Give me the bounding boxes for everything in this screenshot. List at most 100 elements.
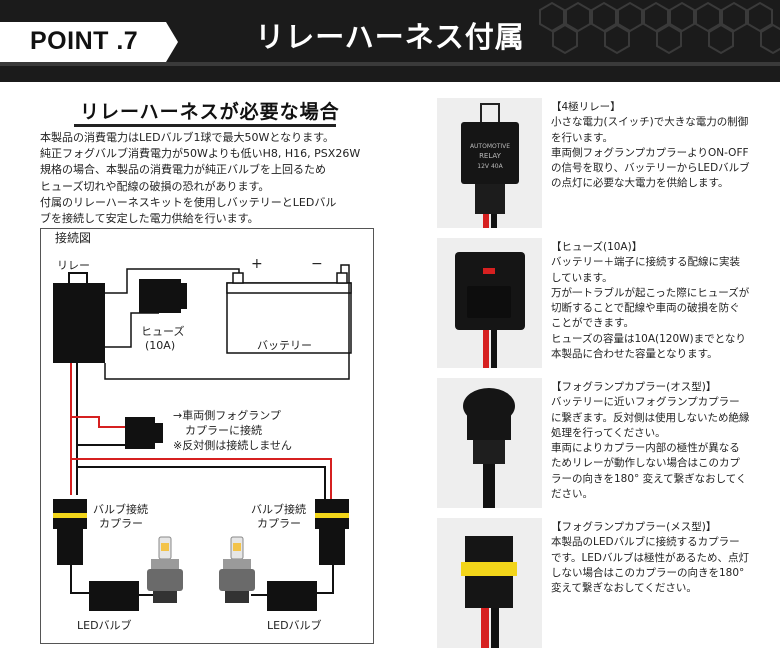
- item-heading: 【フォグランプカプラー(メス型)】: [551, 521, 717, 533]
- item-heading: 【4極リレー】: [551, 101, 621, 113]
- fuse-label: ヒューズ: [141, 325, 185, 338]
- item-line: 車両側フォグランプカプラーよりON-OFF: [551, 146, 749, 159]
- bulb-coupler-right-band: [315, 513, 349, 518]
- diagram-title: 接続図: [55, 231, 92, 245]
- item-line: 本製品のLEDバルブに接続するカプラー: [551, 536, 740, 549]
- item-line: しない場合はこのカプラーの向きを180°: [551, 566, 745, 579]
- led-bulb-left: [139, 536, 183, 603]
- wiring-diagram: 接続図 リレー ヒューズ (10A) バッテリー + − →車両側フォグランプ …: [40, 228, 374, 644]
- led-driver-left: [89, 581, 139, 611]
- male-coupler-description: 【フォグランプカプラー(オス型)】 バッテリーに近いフォグランプカプラー に繋ぎ…: [551, 380, 773, 502]
- item-line: の信号を取り、バッテリーからLEDバルブ: [551, 162, 750, 175]
- fuse-description: 【ヒューズ(10A)】 バッテリー＋端子に接続する配線に実装 しています。 万が…: [551, 240, 773, 362]
- battery-plus-terminal: [232, 272, 244, 284]
- battery-minus-label: −: [311, 256, 323, 272]
- led-bulb-right: [219, 536, 267, 603]
- bulb-coupler-left-label: バルブ接続: [93, 503, 148, 516]
- led-driver-right: [267, 581, 317, 611]
- bulb-coupler-right-label: カプラー: [257, 517, 301, 530]
- relay-text: AUTOMOTIVE: [470, 143, 510, 150]
- battery-label: バッテリー: [257, 339, 312, 352]
- relay-tab: [68, 272, 88, 286]
- intro-line: 規格の場合、本製品の消費電力が純正バルブを上回るため: [40, 163, 326, 177]
- item-line: 変えて繋ぎなおしてください。: [551, 582, 697, 595]
- item-line: の点灯に必要な大電力を供給します。: [551, 177, 729, 190]
- bulb-coupler-right-lower: [319, 529, 345, 565]
- fuse-cap: [179, 283, 187, 309]
- item-heading: 【フォグランプカプラー(オス型)】: [551, 381, 717, 393]
- item-line: 切断することで配線や車両の破損を防ぐ: [551, 302, 740, 315]
- item-line: 本製品に合わせた容量となります。: [551, 348, 718, 361]
- section-underline: [74, 124, 336, 127]
- relay-text: 12V 40A: [477, 163, 503, 170]
- coupler-warning: ※反対側は接続しません: [173, 439, 292, 452]
- battery-plus-label: +: [251, 256, 263, 272]
- item-line: ことができます。: [551, 317, 634, 330]
- relay-body: [53, 283, 105, 363]
- led-bulb-right-label: LEDバルブ: [267, 619, 322, 632]
- item-line: 車両によりカプラー内部の極性が異なる: [551, 442, 740, 455]
- item-line: 小さな電力(スイッチ)で大きな電力の制御: [551, 116, 749, 129]
- item-line: 処理を行ってください。: [551, 426, 666, 439]
- wire-red-coupler: [71, 416, 125, 428]
- wire-battery-minus: [104, 264, 350, 380]
- fog-coupler: [125, 417, 155, 449]
- relay-label: リレー: [57, 259, 90, 272]
- item-line: しています。: [551, 271, 613, 284]
- fuse-body: [139, 279, 181, 313]
- page-title: リレーハーネス付属: [255, 20, 525, 54]
- bulb-coupler-right-label: バルブ接続: [251, 503, 306, 516]
- item-line: 万が一トラブルが起こった際にヒューズが: [551, 286, 750, 299]
- item-line: です。LEDバルブは極性があるため、点灯: [551, 551, 750, 564]
- item-line: ださい。: [551, 488, 593, 501]
- hexagon-pattern: [539, 1, 780, 55]
- item-line: バッテリーに近いフォグランプカプラー: [551, 396, 740, 409]
- female-coupler-illustration: [437, 518, 542, 648]
- bulb-coupler-left-label: カプラー: [99, 517, 143, 530]
- wire-relay-fuse-2: [105, 312, 159, 348]
- fuse-photo: [437, 238, 542, 368]
- item-line: ためリレーが動作しない場合はこのカプ: [551, 457, 740, 470]
- point-label: POINT .7: [30, 27, 139, 55]
- item-heading: 【ヒューズ(10A)】: [551, 241, 643, 253]
- battery-minus-terminal: [336, 272, 348, 284]
- battery-body: [226, 282, 352, 354]
- point-badge: [0, 22, 178, 62]
- intro-line: ブを接続して安定した電力供給を行います。: [40, 212, 259, 226]
- led-bulb-left-label: LEDバルブ: [77, 619, 132, 632]
- relay-description: 【4極リレー】 小さな電力(スイッチ)で大きな電力の制御 を行います。 車両側フ…: [551, 100, 773, 192]
- item-line: ヒューズの容量は10A(120W)までとなり: [551, 332, 746, 345]
- intro-line: ヒューズ切れや配線の破損の恐れがあります。: [40, 179, 270, 193]
- relay-illustration: AUTOMOTIVE RELAY 12V 40A: [437, 98, 542, 228]
- led-plug-left: [61, 541, 83, 559]
- male-coupler-illustration: [437, 378, 542, 508]
- wire-left-led: [70, 565, 89, 594]
- item-line: バッテリー＋端子に接続する配線に実装: [551, 256, 740, 269]
- intro-line: 純正フォグバルブ消費電力が50Wよりも低いH8, H16, PSX26W: [40, 147, 361, 161]
- intro-line: 付属のリレーハーネスキットを使用しバッテリーとLEDバル: [40, 195, 337, 209]
- banner-stripe: [0, 62, 780, 66]
- battery-lid: [226, 282, 352, 294]
- item-line: に繋ぎます。反対側は使用しないため絶縁: [551, 411, 750, 424]
- coupler-note: →車両側フォグランプ: [173, 409, 281, 422]
- fuse-illustration: [437, 238, 542, 368]
- female-coupler-description: 【フォグランプカプラー(メス型)】 本製品のLEDバルブに接続するカプラー です…: [551, 520, 773, 596]
- section-title: リレーハーネスが必要な場合: [80, 101, 340, 123]
- item-line: を行います。: [551, 131, 613, 144]
- relay-photo: AUTOMOTIVE RELAY 12V 40A: [437, 98, 542, 228]
- intro-line: 本製品の消費電力はLEDバルブ1球で最大50Wとなります。: [40, 131, 334, 144]
- coupler-note: カプラーに接続: [185, 424, 262, 437]
- wiring-drawing: [53, 264, 352, 611]
- intro-text: 本製品の消費電力はLEDバルブ1球で最大50Wとなります。 純正フォグバルブ消費…: [40, 130, 400, 227]
- bulb-coupler-left-band: [53, 513, 87, 518]
- wire-red-right: [71, 458, 332, 499]
- relay-text: RELAY: [479, 152, 502, 160]
- wire-right-led: [317, 565, 334, 594]
- male-coupler-photo: [437, 378, 542, 508]
- female-coupler-photo: [437, 518, 542, 648]
- item-line: ラーの向きを180° 変えて繋ぎなおしてく: [551, 472, 747, 485]
- fuse-rating: (10A): [145, 339, 176, 352]
- wire-black-right: [77, 466, 326, 499]
- wire-relay-fuse: [105, 268, 240, 294]
- fog-coupler-nose: [155, 423, 163, 443]
